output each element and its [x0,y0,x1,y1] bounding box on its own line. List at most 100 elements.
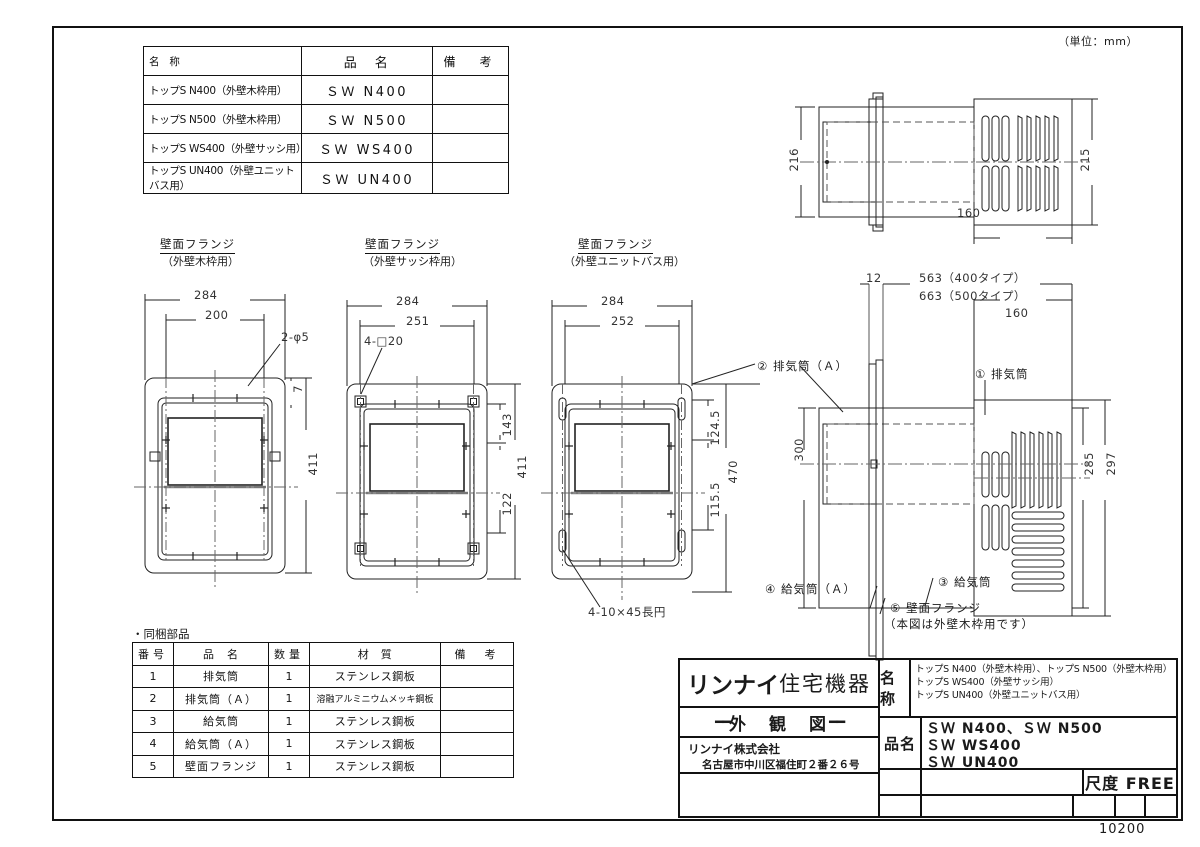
footer-cell-3 [1074,796,1116,816]
flange-view-1-geometry [134,294,312,590]
table-row: トップS UN400（外壁ユニットバス用） ＳＷ UN400 [143,162,509,194]
title-block-name-row: 名称 トップS N400（外壁木枠用）、トップS N500（外壁木枠用） トップ… [880,660,1176,718]
model-value: ＳＷ N400、ＳＷ N500 ＳＷ WS400 ＳＷ UN400 [922,718,1176,771]
model-label: 品名 [880,718,922,768]
parts-header-material: 材 質 [309,642,441,666]
table-row: トップS N400（外壁木枠用） ＳＷ N400 [143,75,509,105]
part-no: 5 [132,754,174,778]
drawing-number: 10200 [1099,822,1146,837]
name-label: 名称 [880,660,912,716]
sideview-dim-12: 12 [866,271,882,285]
name-value: トップS N400（外壁木枠用）、トップS N500（外壁木枠用） トップS W… [911,660,1176,716]
flange-view-3-geometry [541,300,760,608]
sideview-dim-563: 563（400タイプ） [919,271,1026,285]
flange-2-note-4sq20: 4-□20 [364,334,404,348]
callout-number: ④ [765,582,777,596]
callout-wall-flange-note: （本図は外壁木枠用です） [884,617,1034,631]
title-block-scale-row: 尺度 FREE [880,770,1176,796]
table-row: 4 給気筒（Ａ） 1 ステンレス鋼板 [132,732,514,756]
flange-view-3-title: 壁面フランジ [578,236,653,254]
company-name: リンナイ株式会社 [688,742,780,756]
title-block-left: リンナイ 住宅機器 ━━ 外 観 図 ━━ リンナイ株式会社 名古屋市中川区福住… [680,660,880,816]
title-block: リンナイ 住宅機器 ━━ 外 観 図 ━━ リンナイ株式会社 名古屋市中川区福住… [678,658,1178,818]
scale-label: 尺度 FREE [1085,774,1175,793]
model-line-1: ＳＷ N400、ＳＷ N500 [926,721,1103,737]
callout-label: 給気筒（Ａ） [780,582,856,596]
callout-number: ① [975,367,987,381]
flange-3-note-slot: 4-10×45長円 [588,605,666,619]
callout-intake-a: ④ 給気筒（Ａ） [765,581,856,597]
title-block-blank-cell [680,774,878,820]
part-material: ステンレス鋼板 [309,664,441,688]
flange-view-3-subtitle: （外壁ユニットバス用） [564,255,685,268]
name-line-2: トップS WS400（外壁サッシ用） [915,677,1059,688]
flange-2-dim-284: 284 [396,294,420,308]
footer-cell-5 [1146,796,1176,816]
model-remark [432,162,509,194]
footer-cell-1 [880,796,922,816]
company-address-block: リンナイ株式会社 名古屋市中川区福住町２番２６号 [680,738,878,774]
footer-cell-2 [922,796,1074,816]
model-line-2: ＳＷ WS400 [926,738,1022,754]
callout-label: 給気筒 [953,575,992,589]
sheet-border [52,26,1183,821]
dash-right: ━━ [829,713,845,731]
footer-cell-4 [1116,796,1146,816]
parts-header-name: 品 名 [173,642,269,666]
title-block-right: 名称 トップS N400（外壁木枠用）、トップS N500（外壁木枠用） トップ… [880,660,1176,816]
unit-note: （単位：mm） [1058,35,1138,48]
parts-table-caption: ・同梱部品 [132,627,190,641]
callout-label: 排気筒 [990,367,1029,381]
flange-1-note-2phi5: 2-φ5 [281,330,310,344]
model-name: トップS WS400（外壁サッシ用） [143,133,307,163]
sideview-dim-160: 160 [1005,306,1029,320]
table-row: トップS WS400（外壁サッシ用） ＳＷ WS400 [143,133,509,163]
brand-name: リンナイ [687,673,779,699]
callout-intake: ③ 給気筒 [938,574,991,590]
document-type: ━━ 外 観 図 ━━ [680,708,878,738]
table-row: 3 給気筒 1 ステンレス鋼板 [132,709,514,733]
flange-1-dim-200: 200 [205,308,229,322]
parts-header-qty: 数量 [268,642,310,666]
callout-exhaust-a: ② 排気筒（Ａ） [757,358,848,374]
model-table: 名 称 品 名 備 考 トップS N400（外壁木枠用） ＳＷ N400 トップ… [143,46,509,194]
model-table-header-name: 名 称 [143,46,302,76]
model-line-3: ＳＷ UN400 [926,755,1020,771]
model-remark [432,75,509,105]
top-view-geometry [795,92,1098,244]
part-material: ステンレス鋼板 [309,732,441,756]
name-line-3: トップS UN400（外壁ユニットバス用） [915,690,1086,701]
model-remark [432,133,509,163]
flange-2-dim-251: 251 [406,314,430,328]
model-code: ＳＷ UN400 [301,162,433,194]
flange-3-dim-284: 284 [601,294,625,308]
title-block-model-row: 品名 ＳＷ N400、ＳＷ N500 ＳＷ WS400 ＳＷ UN400 [880,718,1176,771]
company-logo: リンナイ 住宅機器 [680,660,878,708]
side-view-geometry [798,283,1111,661]
flange-view-2-geometry [336,300,521,596]
dash-left: ━━ [714,713,731,731]
flange-view-2-subtitle: （外壁サッシ枠用） [363,255,462,268]
part-name: 給気筒（Ａ） [173,732,269,756]
name-line-1: トップS N400（外壁木枠用）、トップS N500（外壁木枠用） [915,664,1172,675]
table-row: 5 壁面フランジ 1 ステンレス鋼板 [132,754,514,778]
callout-number: ② [757,359,769,373]
table-header-row: 番号 品 名 数量 材 質 備 考 [132,642,514,666]
table-header-row: 名 称 品 名 備 考 [143,46,509,76]
scale-row-cell-b [922,770,1084,794]
company-address: 名古屋市中川区福住町２番２６号 [702,759,860,771]
parts-table: 番号 品 名 数量 材 質 備 考 1 排気筒 1 ステンレス鋼板 2 排気筒（… [132,642,514,778]
model-code: ＳＷ WS400 [301,133,433,163]
brand-division: 住宅機器 [779,672,871,696]
flange-3-dim-252: 252 [611,314,635,328]
flange-view-2-title: 壁面フランジ [365,236,440,254]
flange-1-dim-284: 284 [194,288,218,302]
scale-row-cell-a [880,770,922,794]
part-remark [440,754,514,778]
callout-exhaust: ① 排気筒 [975,366,1028,382]
callout-number: ③ [938,575,950,589]
model-table-header-remark: 備 考 [432,46,509,76]
flange-view-1-subtitle: （外壁木枠用） [162,255,239,268]
